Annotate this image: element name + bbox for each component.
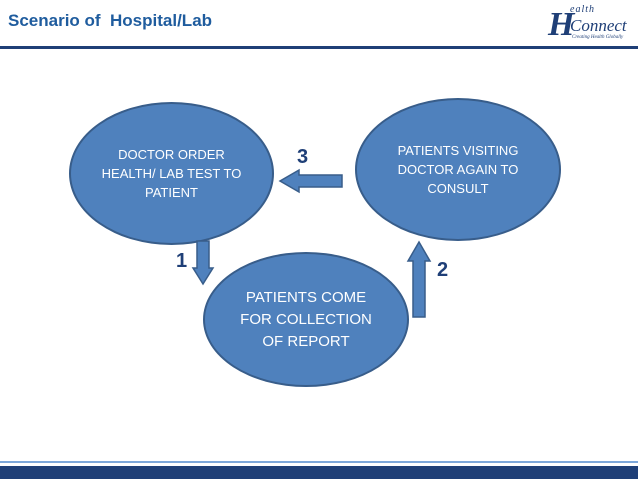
arrow-down-icon <box>191 240 215 286</box>
footer-accent-line <box>0 461 638 463</box>
step-label-3: 3 <box>297 146 309 168</box>
footer-band <box>0 466 638 479</box>
step-label-1: 1 <box>176 250 188 272</box>
arrow-up-icon <box>406 240 432 318</box>
node-doctor-order: DOCTOR ORDER HEALTH/ LAB TEST TO PATIENT <box>69 102 274 245</box>
node-patients-come-text: PATIENTS COME FOR COLLECTION OF REPORT <box>240 288 372 350</box>
node-patients-visiting-text: PATIENTS VISITING DOCTOR AGAIN TO CONSUL… <box>397 143 519 196</box>
step-label-2: 2 <box>437 259 449 281</box>
logo-tagline: Creating Health Globally <box>572 35 624 40</box>
logo-top-text: ealth <box>570 4 595 15</box>
logo-mark: H <box>548 6 575 43</box>
arrow-left-icon <box>278 168 343 194</box>
node-patients-visiting: PATIENTS VISITING DOCTOR AGAIN TO CONSUL… <box>355 98 561 241</box>
node-patients-come: PATIENTS COME FOR COLLECTION OF REPORT <box>203 252 409 387</box>
health-connect-logo: H ealth Connect Creating Health Globally <box>548 4 634 46</box>
page-title: Scenario of Hospital/Lab <box>8 11 213 30</box>
logo-main-text: Connect <box>570 16 627 35</box>
node-doctor-order-text: DOCTOR ORDER HEALTH/ LAB TEST TO PATIENT <box>101 147 242 200</box>
header-divider <box>0 46 638 49</box>
